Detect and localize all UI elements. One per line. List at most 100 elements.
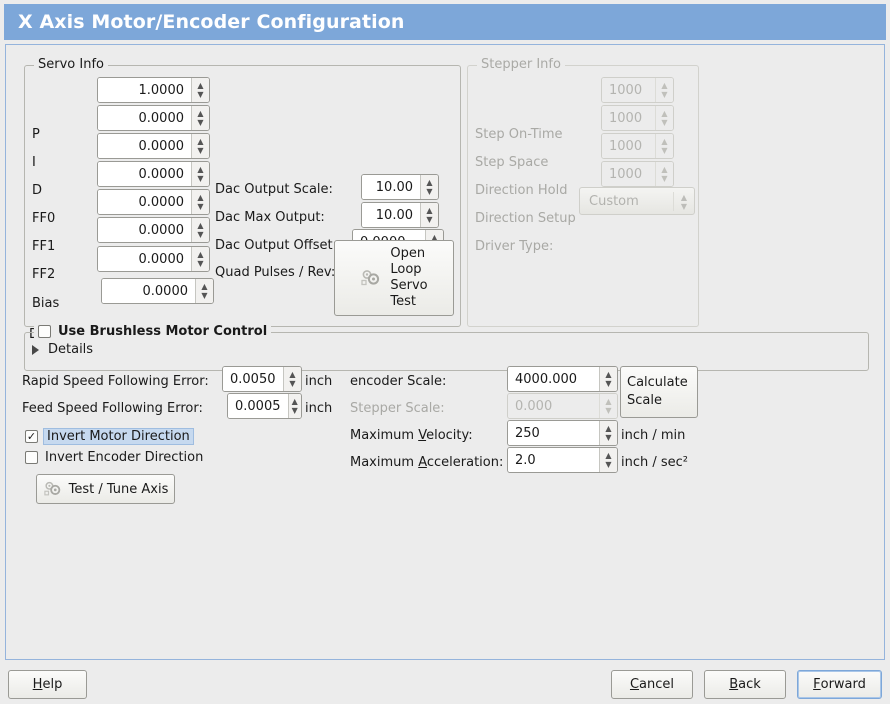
invert-motor-direction-label: Invert Motor Direction	[43, 428, 194, 445]
maximum-velocity-unit: inch / min	[621, 428, 686, 443]
servo-spin-ff1[interactable]: 0.0000 ▲▼	[97, 189, 210, 215]
cancel-label-key: C	[629, 677, 640, 692]
help-label-key: H	[32, 677, 43, 692]
feed-following-error-spin[interactable]: 0.0005 ▲▼	[227, 393, 302, 419]
servo-spin-i-value: 0.0000	[98, 106, 192, 130]
title-bar: X Axis Motor/Encoder Configuration	[4, 4, 886, 40]
quad-pulses-label: Quad Pulses / Rev:	[215, 265, 336, 280]
feed-following-error-steppers[interactable]: ▲▼	[288, 394, 301, 418]
driver-type-value: Custom	[589, 193, 639, 209]
servo-info-frame-label: Servo Info	[34, 57, 108, 72]
maximum-acceleration-label-key: A	[418, 455, 427, 470]
encoder-scale-spin[interactable]: 4000.000 ▲▼	[507, 366, 618, 392]
rapid-following-error-steppers[interactable]: ▲▼	[284, 367, 301, 391]
servo-label-ff1: FF1	[32, 239, 56, 254]
help-label-post: elp	[42, 677, 63, 692]
test-tune-axis-button[interactable]: Test / Tune Axis	[36, 474, 175, 504]
maximum-acceleration-unit: inch / sec²	[621, 455, 689, 470]
stepper-info-frame: Stepper Info	[467, 57, 699, 327]
chevron-updown-icon: ▲▼	[673, 191, 694, 211]
servo-spin-d[interactable]: 0.0000 ▲▼	[97, 133, 210, 159]
dac-output-scale-value: 10.00	[362, 175, 421, 199]
maximum-velocity-label: Maximum Velocity:	[350, 428, 473, 443]
servo-spin-bias-steppers[interactable]: ▲▼	[192, 247, 209, 271]
stepper-label-step-on-time: Step On-Time	[475, 127, 563, 142]
servo-spin-bias[interactable]: 0.0000 ▲▼	[97, 246, 210, 272]
servo-spin-deadband-steppers[interactable]: ▲▼	[196, 279, 213, 303]
servo-spin-p-value: 1.0000	[98, 78, 192, 102]
calculate-scale-line-2: Scale	[627, 393, 662, 408]
back-label-key: B	[729, 677, 739, 692]
dac-max-output-spin[interactable]: 10.00 ▲▼	[361, 202, 439, 228]
servo-spin-ff0[interactable]: 0.0000 ▲▼	[97, 161, 210, 187]
maximum-velocity-value: 250	[508, 421, 600, 445]
stepper-label-direction-hold: Direction Hold	[475, 183, 568, 198]
feed-following-error-label: Feed Speed Following Error:	[22, 401, 203, 416]
details-expander[interactable]: Details	[32, 342, 93, 357]
stepper-scale-value: 0.000	[508, 394, 600, 418]
brushless-checkbox-label: Use Brushless Motor Control	[58, 324, 268, 339]
dac-output-scale-spin[interactable]: 10.00 ▲▼	[361, 174, 439, 200]
invert-encoder-direction-checkbox[interactable]: Invert Encoder Direction	[25, 450, 203, 465]
triangle-right-icon	[32, 344, 39, 355]
brushless-checkbox-box[interactable]	[38, 325, 51, 338]
forward-label-post: orward	[820, 677, 866, 692]
servo-spin-ff0-steppers[interactable]: ▲▼	[192, 162, 209, 186]
use-brushless-motor-control-checkbox[interactable]: Use Brushless Motor Control	[34, 324, 272, 339]
stepper-spin-direction-hold-value: 1000	[602, 134, 656, 158]
maximum-acceleration-label-pre: Maximum	[350, 455, 419, 470]
gears-icon	[360, 268, 382, 288]
servo-spin-ff1-steppers[interactable]: ▲▼	[192, 190, 209, 214]
servo-spin-bias-value: 0.0000	[98, 247, 192, 271]
servo-label-d: D	[32, 183, 43, 198]
details-expander-label: Details	[48, 342, 94, 357]
maximum-velocity-steppers[interactable]: ▲▼	[600, 421, 617, 445]
servo-label-i: I	[32, 155, 36, 170]
stepper-spin-step-space-value: 1000	[602, 106, 656, 130]
stepper-scale-label: Stepper Scale:	[350, 401, 445, 416]
invert-motor-checkbox-box[interactable]: ✓	[25, 430, 38, 443]
stepper-scale-steppers: ▲▼	[600, 394, 617, 418]
content-panel: Servo Info P I D FF0 FF1 FF2 Bias Deadba…	[5, 44, 885, 660]
servo-spin-p-steppers[interactable]: ▲▼	[192, 78, 209, 102]
forward-label-key: F	[813, 677, 821, 692]
servo-spin-i-steppers[interactable]: ▲▼	[192, 106, 209, 130]
servo-spin-deadband[interactable]: 0.0000 ▲▼	[101, 278, 214, 304]
servo-spin-ff2[interactable]: 0.0000 ▲▼	[97, 217, 210, 243]
feed-following-error-unit: inch	[305, 401, 333, 416]
servo-label-bias: Bias	[32, 296, 60, 311]
encoder-scale-value: 4000.000	[508, 367, 600, 391]
servo-spin-ff2-steppers[interactable]: ▲▼	[192, 218, 209, 242]
maximum-acceleration-spin[interactable]: 2.0 ▲▼	[507, 447, 618, 473]
invert-encoder-checkbox-box[interactable]	[25, 451, 38, 464]
servo-spin-i[interactable]: 0.0000 ▲▼	[97, 105, 210, 131]
servo-spin-p[interactable]: 1.0000 ▲▼	[97, 77, 210, 103]
stepper-spin-direction-hold: 1000 ▲▼	[601, 133, 674, 159]
stepper-spin-direction-setup: 1000 ▲▼	[601, 161, 674, 187]
rapid-following-error-spin[interactable]: 0.0050 ▲▼	[222, 366, 302, 392]
open-loop-servo-test-button[interactable]: Open Loop Servo Test	[334, 240, 454, 316]
encoder-scale-steppers[interactable]: ▲▼	[600, 367, 617, 391]
calculate-scale-button[interactable]: Calculate Scale	[620, 366, 698, 418]
servo-label-ff2: FF2	[32, 267, 56, 282]
maximum-velocity-spin[interactable]: 250 ▲▼	[507, 420, 618, 446]
maximum-acceleration-value: 2.0	[508, 448, 600, 472]
test-tune-axis-label: Test / Tune Axis	[68, 481, 169, 497]
dac-output-scale-steppers[interactable]: ▲▼	[421, 175, 438, 199]
maximum-acceleration-steppers[interactable]: ▲▼	[600, 448, 617, 472]
stepper-spin-step-on-time-value: 1000	[602, 78, 656, 102]
servo-spin-deadband-value: 0.0000	[102, 279, 196, 303]
servo-label-p: P	[32, 127, 40, 142]
invert-motor-direction-checkbox[interactable]: ✓ Invert Motor Direction	[25, 428, 194, 445]
dac-max-output-steppers[interactable]: ▲▼	[421, 203, 438, 227]
driver-type-label: Driver Type:	[475, 239, 554, 254]
dac-max-output-label: Dac Max Output:	[215, 210, 325, 225]
stepper-spin-direction-setup-steppers: ▲▼	[656, 162, 673, 186]
feed-following-error-value: 0.0005	[228, 394, 289, 418]
stepper-spin-step-space: 1000 ▲▼	[601, 105, 674, 131]
servo-spin-d-steppers[interactable]: ▲▼	[192, 134, 209, 158]
